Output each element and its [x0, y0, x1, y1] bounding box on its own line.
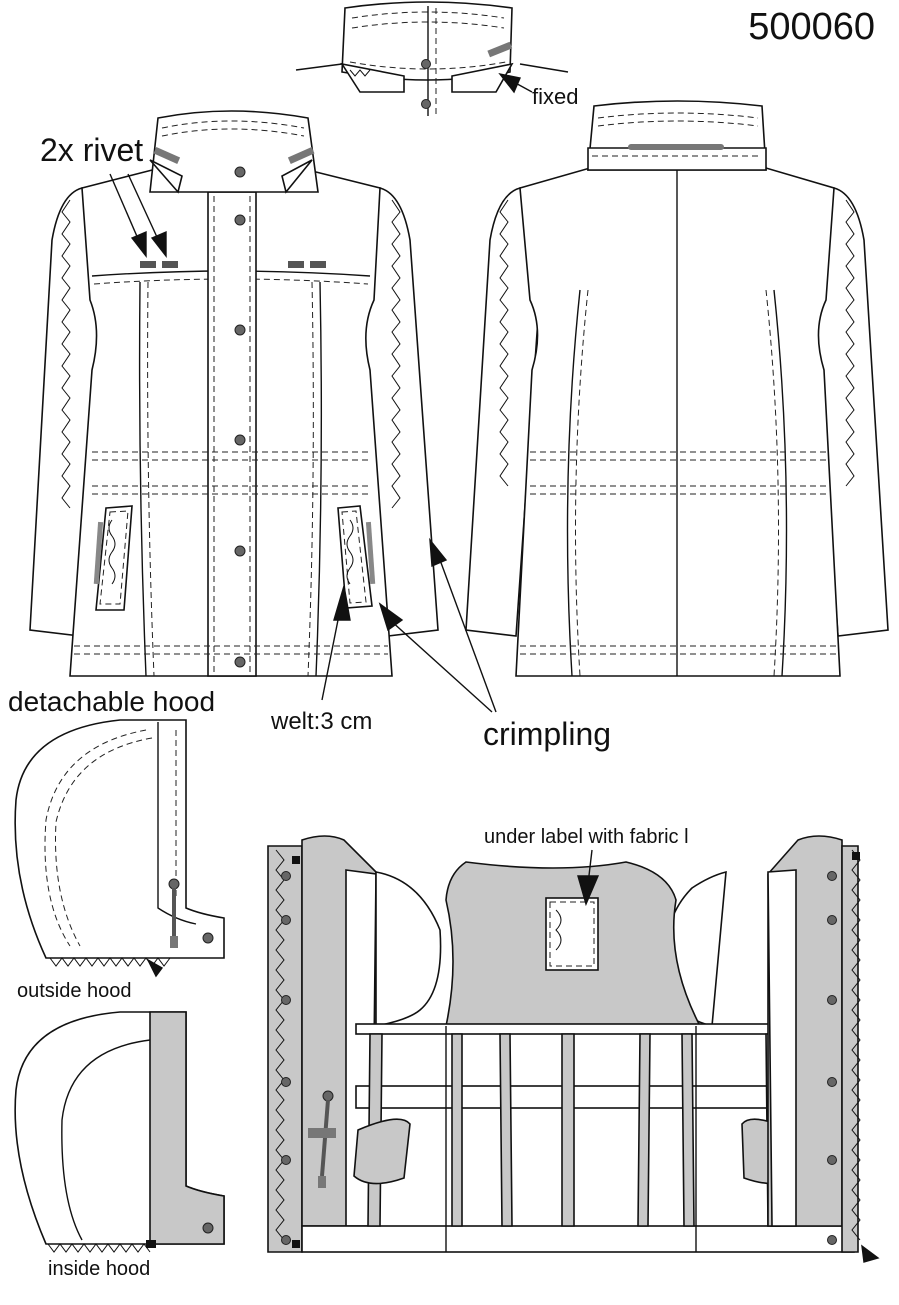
callout-arrows — [109, 72, 880, 1263]
rivet-callout: 2x rivet — [40, 132, 144, 168]
jacket-inside-view — [267, 835, 861, 1253]
detachable-hood-heading: detachable hood — [8, 686, 216, 717]
inside-hood-caption: inside hood — [48, 1258, 151, 1280]
jacket-front — [29, 110, 439, 677]
crimpling-callout: crimpling — [483, 716, 612, 752]
jacket-back — [465, 100, 889, 677]
outside-hood-caption: outside hood — [17, 980, 132, 1002]
welt-callout: welt:3 cm — [271, 708, 373, 735]
inside-hood — [14, 1011, 225, 1253]
collar-detail — [295, 1, 569, 116]
under-label-callout: under label with fabric l — [484, 826, 689, 848]
outside-hood — [14, 719, 225, 967]
fixed-callout: fixed — [532, 84, 579, 109]
style-number: 500060 — [748, 6, 875, 48]
